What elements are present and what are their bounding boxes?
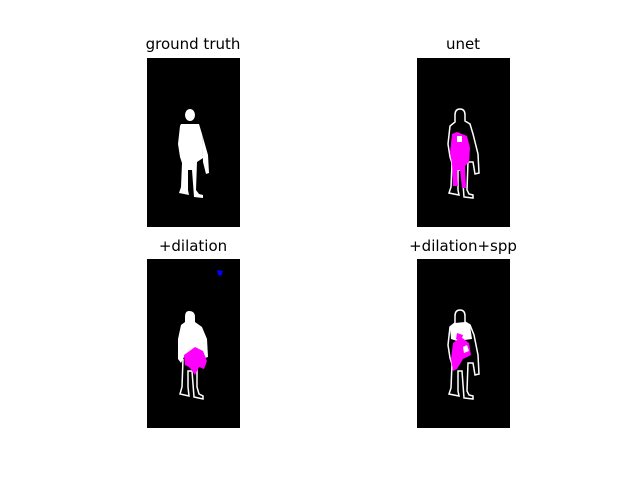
unet-mask (447, 108, 480, 199)
dilation-spp-mask (447, 309, 480, 400)
panel-title-ground-truth: ground truth (145, 35, 241, 53)
panel-title-dilation-spp: +dilation+spp (409, 237, 517, 255)
panel-unet (417, 58, 510, 227)
panel-title-unet: unet (445, 35, 481, 53)
panel-dilation-spp (417, 259, 510, 428)
panel-dilation (147, 259, 240, 428)
ground-truth-mask (178, 109, 209, 198)
dilation-mask (178, 270, 223, 400)
panel-ground-truth (147, 58, 240, 227)
panel-title-dilation: +dilation (158, 237, 228, 255)
